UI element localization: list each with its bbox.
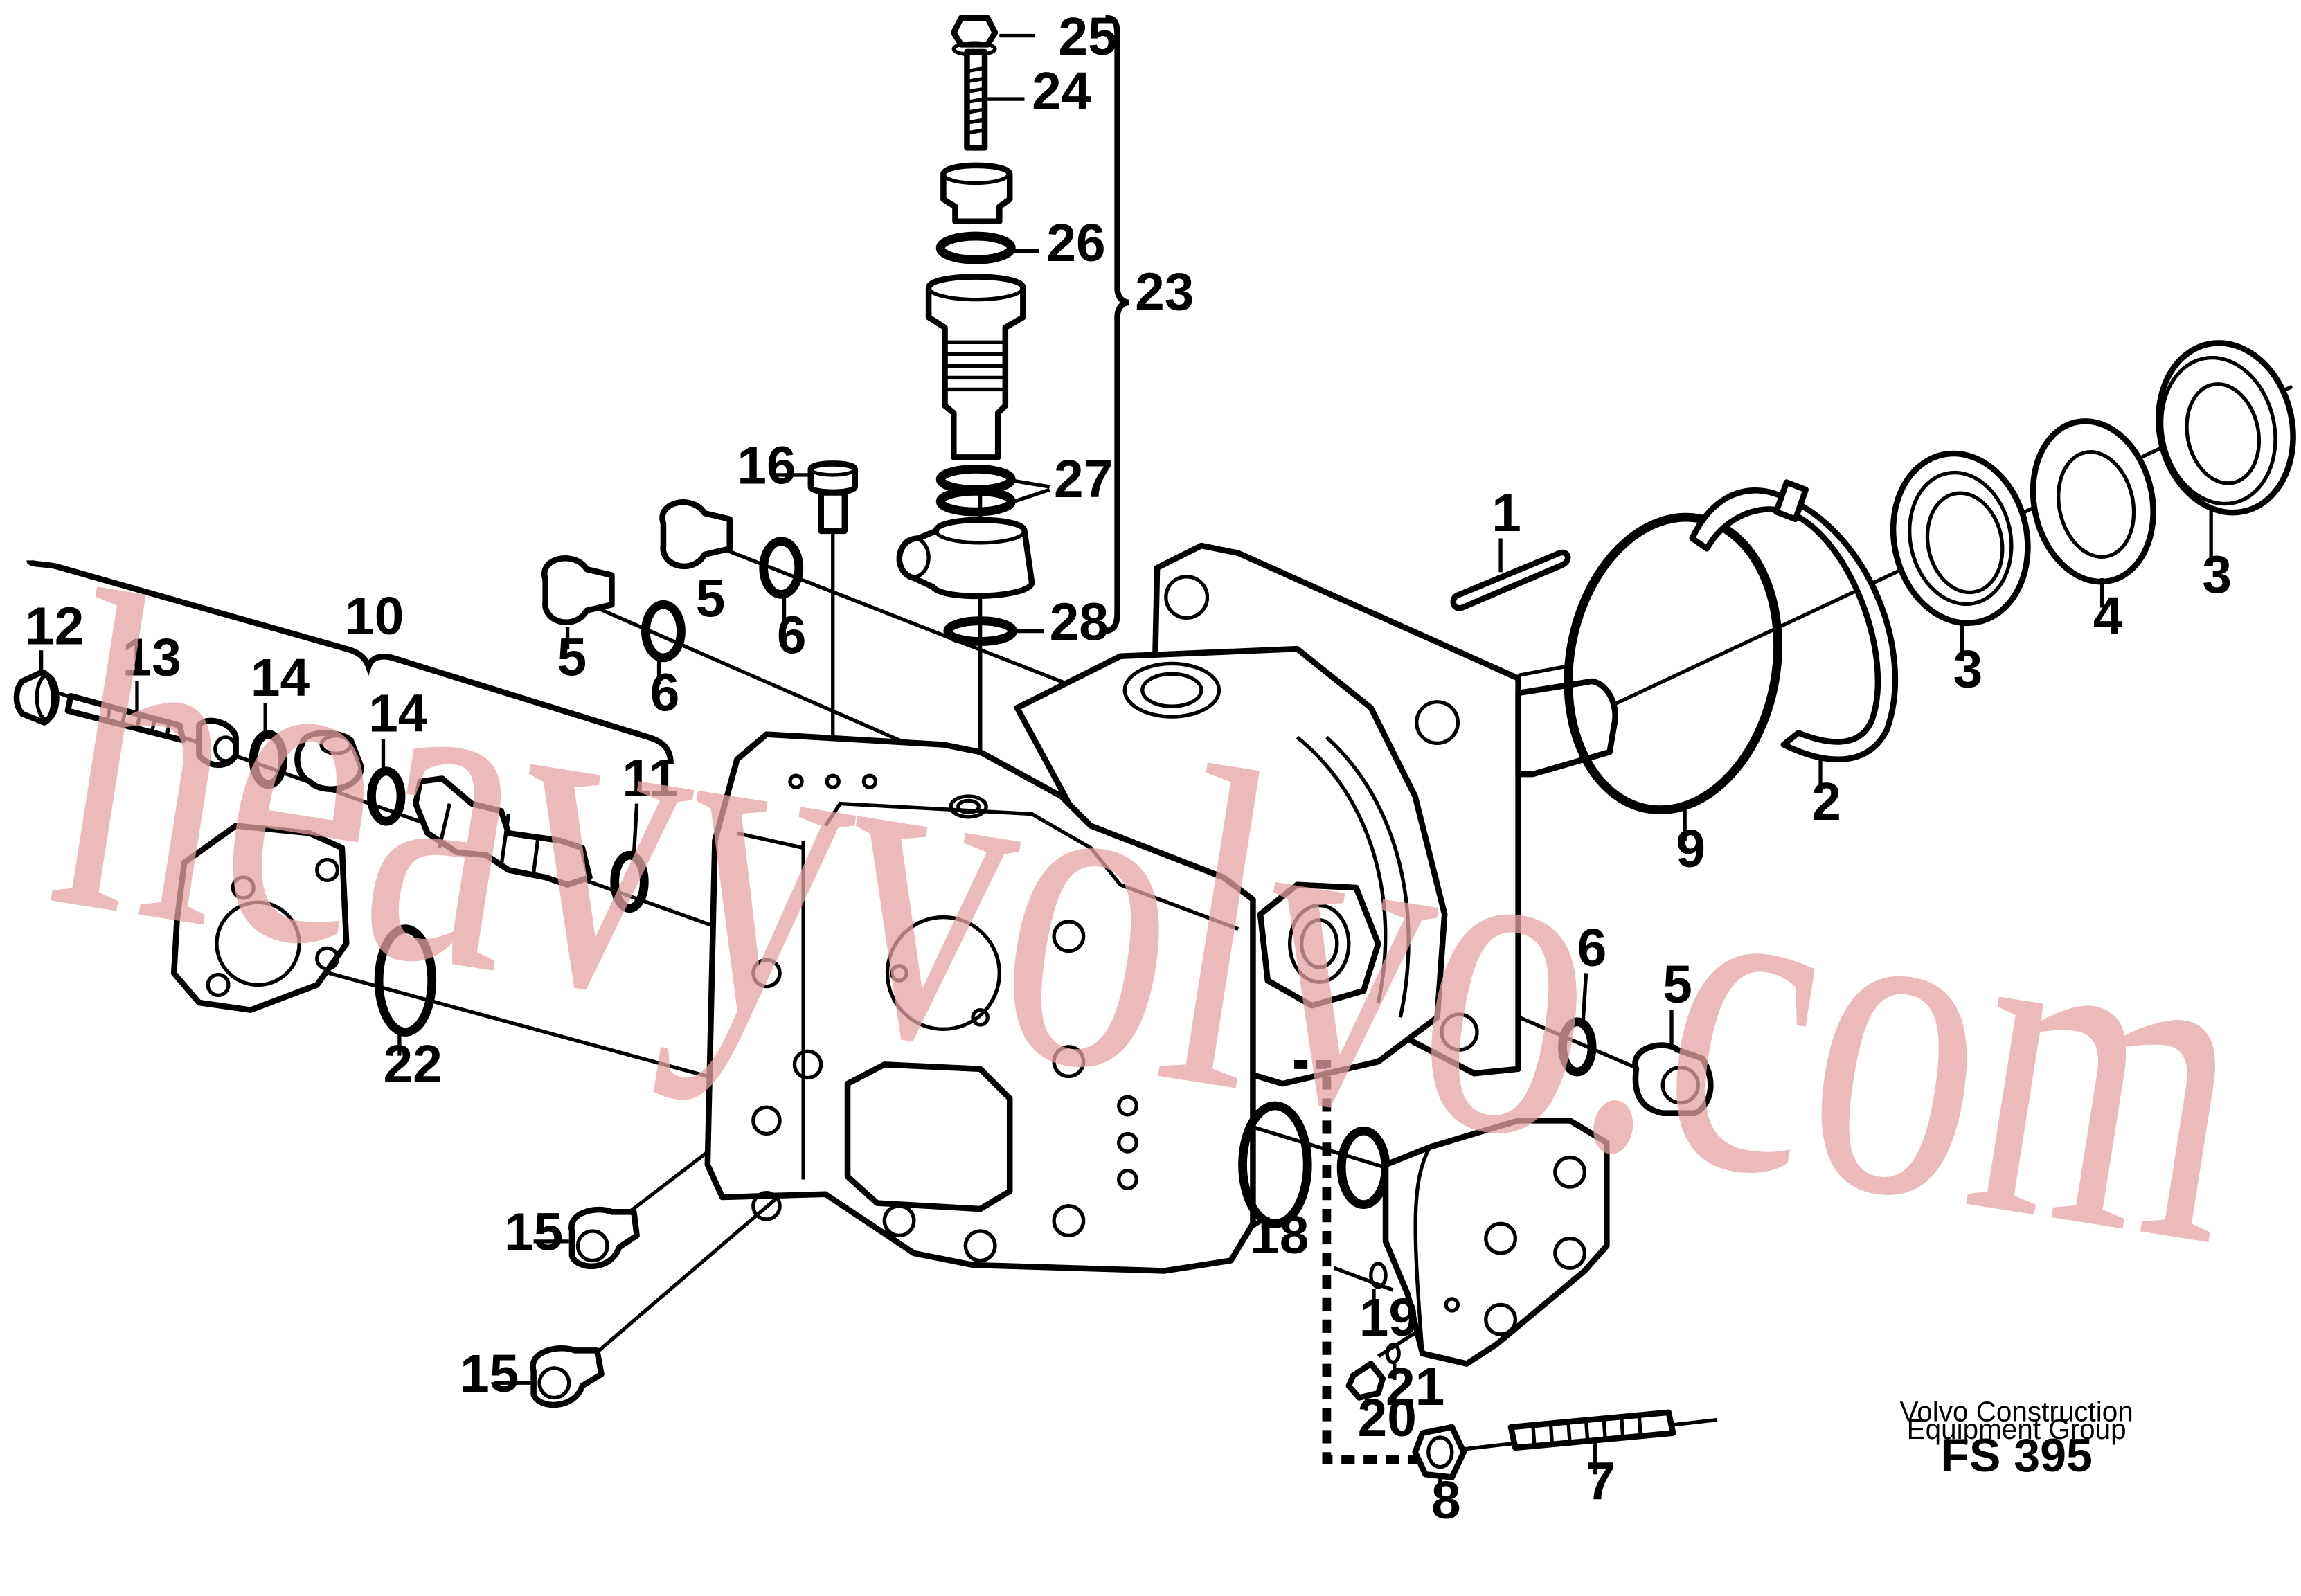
- callout-25: 25: [1058, 8, 1117, 66]
- plug-lower-right: [1558, 1017, 1714, 1116]
- callout-3-b: 3: [2202, 546, 2232, 604]
- housing-bolts: [751, 773, 1138, 1263]
- nut-and-stud: [1412, 1409, 1676, 1480]
- callout-10: 10: [345, 587, 404, 646]
- pump-housing: [704, 542, 1618, 1274]
- drawing-code: FS 395: [1940, 1429, 2093, 1482]
- callout-4: 4: [2093, 587, 2123, 646]
- plug-upper-a: [659, 499, 804, 599]
- callout-15-b: 15: [460, 1345, 519, 1404]
- callout-5-lower: 5: [1663, 956, 1692, 1014]
- plug-lower-left-a: [568, 1207, 640, 1270]
- callout-27: 27: [1054, 450, 1113, 509]
- callout-11: 11: [622, 749, 678, 808]
- group-bracket-23: [1102, 15, 1130, 634]
- callout-5-upper-b: 5: [557, 628, 587, 687]
- callout-1: 1: [1492, 484, 1521, 543]
- callout-18: 18: [1250, 1206, 1309, 1265]
- callout-6-upper-b: 6: [650, 664, 680, 723]
- group-bracket-10: [26, 559, 674, 764]
- callout-26: 26: [1046, 214, 1105, 273]
- callout-6-upper-a: 6: [777, 607, 807, 665]
- callout-19: 19: [1359, 1289, 1418, 1347]
- callout-14-a: 14: [251, 649, 310, 708]
- callout-3-a: 3: [1953, 640, 1983, 699]
- credit-line-2: Equipment Group: [1907, 1413, 2127, 1445]
- flange-right: [1238, 1101, 1610, 1401]
- callout-12: 12: [25, 598, 84, 656]
- valve-group-left: [13, 669, 649, 1037]
- callout-24: 24: [1032, 62, 1091, 121]
- callout-labels: 25 24 26 23 16 27 28 5 6 5 6 1 9 2 3 4 3…: [25, 8, 2232, 1530]
- group-bracket-dashed: [1294, 1060, 1430, 1464]
- screw-16: [807, 460, 858, 535]
- drawing-credit: Volvo Construction Equipment Group FS 39…: [1900, 1396, 2133, 1482]
- callout-2: 2: [1811, 773, 1841, 832]
- valve-stack: [896, 15, 1035, 646]
- shaft-seal-stack: [1450, 340, 2296, 815]
- callout-14-b: 14: [368, 684, 428, 743]
- callout-22: 22: [383, 1035, 442, 1094]
- callout-8: 8: [1431, 1471, 1461, 1530]
- callout-15-a: 15: [504, 1203, 563, 1262]
- callout-7: 7: [1586, 1452, 1616, 1511]
- callout-9: 9: [1676, 820, 1705, 879]
- callout-6-lower: 6: [1577, 919, 1607, 978]
- callout-23: 23: [1135, 263, 1194, 322]
- credit-line-1: Volvo Construction: [1900, 1396, 2133, 1428]
- callout-16: 16: [737, 437, 796, 496]
- callout-28: 28: [1050, 593, 1109, 652]
- callout-13: 13: [123, 628, 181, 687]
- callout-5-upper-a: 5: [696, 569, 726, 628]
- plug-upper-b: [541, 555, 686, 663]
- plug-lower-left-b: [530, 1345, 605, 1408]
